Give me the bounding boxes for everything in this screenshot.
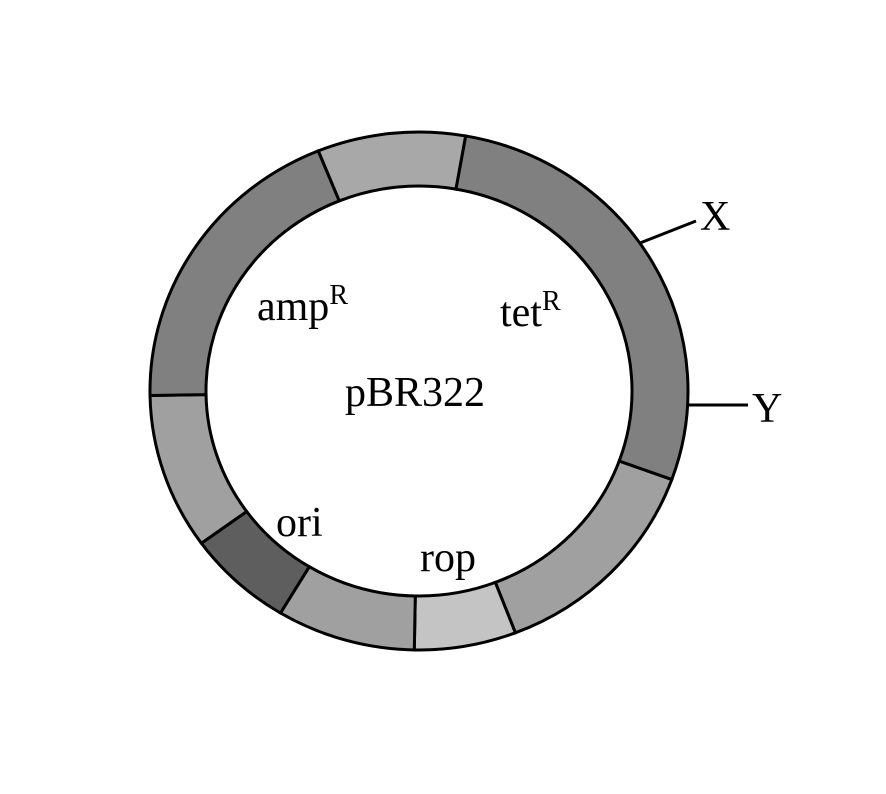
ring-segment-tetR xyxy=(454,134,690,482)
site-x-marker xyxy=(639,219,697,245)
site-x-label: X xyxy=(700,194,731,240)
ring-segment-lower-left xyxy=(148,393,249,546)
ampr-label: ampR xyxy=(257,280,348,330)
rop-label: rop xyxy=(420,535,476,581)
plasmid-ring xyxy=(148,130,690,652)
ring-segment-top xyxy=(316,130,468,203)
site-y-label: Y xyxy=(752,386,783,432)
ring-segment-ampR xyxy=(148,148,342,398)
ori-label: ori xyxy=(276,500,323,546)
ring-segment-rop xyxy=(412,580,518,652)
tetr-label: tetR xyxy=(500,286,561,336)
ring-segment-lower-right xyxy=(493,459,674,635)
plasmid-name-label: pBR322 xyxy=(345,370,486,416)
